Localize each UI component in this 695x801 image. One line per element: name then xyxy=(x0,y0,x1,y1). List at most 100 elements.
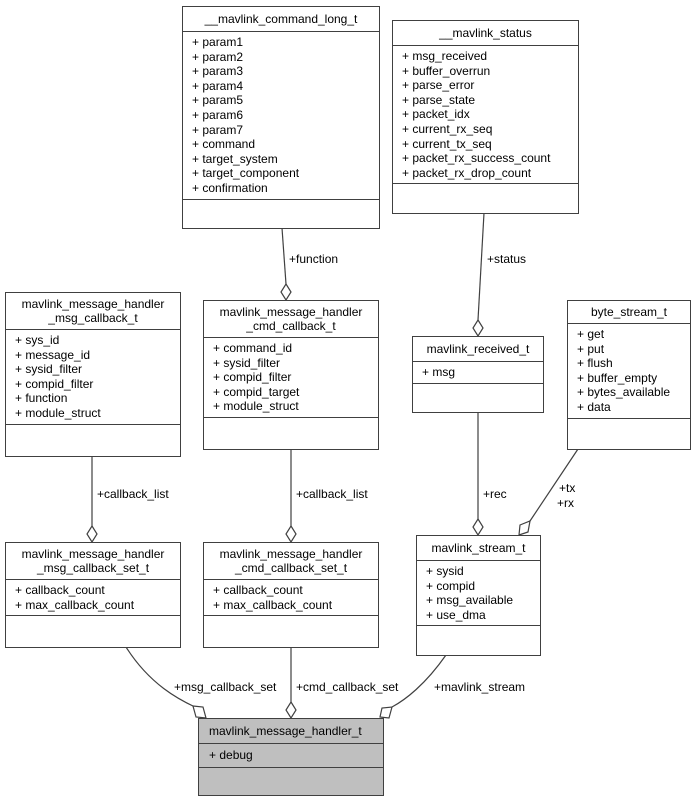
method-list xyxy=(204,418,378,449)
attribute: + command xyxy=(192,137,256,152)
method-list xyxy=(199,768,383,795)
attribute: + compid_filter xyxy=(213,370,292,385)
attribute: + target_component xyxy=(192,166,300,181)
attribute: + packet_rx_success_count xyxy=(402,151,551,166)
aggregation-diamond xyxy=(472,517,484,537)
class-mavlink-stream[interactable]: mavlink_stream_t + sysid + compid + msg_… xyxy=(416,535,541,656)
edge-label-cmd-callback-set: +cmd_callback_set xyxy=(296,680,399,694)
edge-label-rx: +rx xyxy=(557,496,575,510)
edge-label-callback-list-msg: +callback_list xyxy=(97,487,169,501)
attribute: + message_id xyxy=(15,347,91,362)
class-mavlink-command-long[interactable]: __mavlink_command_long_t + param1 + para… xyxy=(182,6,380,229)
attribute: + target_system xyxy=(192,151,278,166)
attribute-list: + callback_count + max_callback_count xyxy=(204,580,378,617)
aggregation-diamond xyxy=(379,706,393,719)
attribute: + use_dma xyxy=(426,607,486,622)
edge-label-callback-list-cmd: +callback_list xyxy=(296,487,368,501)
attribute: + sysid xyxy=(426,564,464,578)
attribute: + callback_count xyxy=(15,583,105,597)
attribute: + param7 xyxy=(192,122,244,137)
method-list xyxy=(204,616,378,647)
aggregation-diamond xyxy=(280,282,292,302)
attribute: + debug xyxy=(209,748,253,762)
edge-status xyxy=(477,212,485,321)
attribute: + module_struct xyxy=(213,399,299,414)
class-byte-stream[interactable]: byte_stream_t + get + put + flush + buff… xyxy=(567,300,691,450)
attribute: + callback_count xyxy=(213,583,303,597)
method-list xyxy=(417,626,540,655)
edge-label-tx: +tx xyxy=(559,481,576,495)
class-title-line: mavlink_message_handler xyxy=(21,297,165,311)
attribute: + buffer_overrun xyxy=(402,63,491,78)
method-list xyxy=(413,384,543,412)
attribute: + function xyxy=(15,391,68,406)
attribute: + param5 xyxy=(192,93,244,108)
attribute: + msg xyxy=(422,365,456,379)
edge-label-rec: +rec xyxy=(483,487,507,501)
attribute-list: + msg_received + buffer_overrun + parse_… xyxy=(393,46,578,185)
attribute: + msg_received xyxy=(402,49,488,63)
attribute: + current_tx_seq xyxy=(402,136,492,151)
method-list xyxy=(6,425,180,456)
class-mavlink-received[interactable]: mavlink_received_t + msg xyxy=(412,336,544,413)
attribute: + param6 xyxy=(192,107,244,122)
edge-label-msg-callback-set: +msg_callback_set xyxy=(174,680,277,694)
edge-label-status: +status xyxy=(487,252,527,266)
class-title-line: mavlink_message_handler xyxy=(21,547,165,561)
class-msg-callback-set[interactable]: mavlink_message_handler _msg_callback_se… xyxy=(5,542,181,648)
attribute: + get xyxy=(577,327,605,341)
attribute-list: + sysid + compid + msg_available + use_d… xyxy=(417,561,540,627)
class-title-line: mavlink_message_handler xyxy=(219,547,363,561)
aggregation-diamond xyxy=(192,705,207,719)
class-mavlink-message-handler[interactable]: mavlink_message_handler_t + debug xyxy=(198,718,384,796)
class-title-line: _msg_callback_set_t xyxy=(36,561,150,575)
aggregation-diamond xyxy=(86,524,98,544)
aggregation-diamond xyxy=(285,700,297,720)
edge-label-mavlink-stream: +mavlink_stream xyxy=(434,680,526,694)
edge-mavlink-stream xyxy=(391,654,447,708)
attribute: + compid_target xyxy=(213,384,300,399)
class-title-line: _cmd_callback_set_t xyxy=(234,561,348,575)
class-title-line: _msg_callback_t xyxy=(48,311,138,325)
attribute: + param2 xyxy=(192,49,244,64)
attribute: + param4 xyxy=(192,78,244,93)
edge-function xyxy=(281,227,287,285)
aggregation-diamond xyxy=(518,520,531,536)
attribute: + packet_rx_drop_count xyxy=(402,165,532,180)
class-mavlink-status[interactable]: __mavlink_status + msg_received + buffer… xyxy=(392,20,579,214)
class-title: mavlink_message_handler _cmd_callback_se… xyxy=(204,543,378,580)
attribute: + put xyxy=(577,341,605,356)
class-cmd-callback[interactable]: mavlink_message_handler _cmd_callback_t … xyxy=(203,300,379,450)
class-cmd-callback-set[interactable]: mavlink_message_handler _cmd_callback_se… xyxy=(203,542,379,648)
attribute-list: + debug xyxy=(199,744,383,768)
attribute: + module_struct xyxy=(15,405,101,420)
aggregation-diamond xyxy=(285,524,297,544)
attribute: + buffer_empty xyxy=(577,370,658,385)
class-msg-callback[interactable]: mavlink_message_handler _msg_callback_t … xyxy=(5,292,181,457)
edge-label-function: +function xyxy=(289,252,339,266)
method-list xyxy=(568,419,690,449)
attribute: + param1 xyxy=(192,35,244,49)
attribute: + parse_state xyxy=(402,92,476,107)
method-list xyxy=(393,184,578,213)
class-title: __mavlink_command_long_t xyxy=(183,7,379,32)
attribute-list: + param1 + param2 + param3 + param4 + pa… xyxy=(183,32,379,200)
attribute: + compid_filter xyxy=(15,376,94,391)
attribute: + compid xyxy=(426,578,476,593)
attribute: + confirmation xyxy=(192,180,268,195)
class-title-line: _cmd_callback_t xyxy=(246,319,336,333)
attribute-list: + callback_count + max_callback_count xyxy=(6,580,180,617)
attribute-list: + get + put + flush + buffer_empty + byt… xyxy=(568,324,690,419)
attribute: + sysid_filter xyxy=(15,362,83,377)
class-title: mavlink_message_handler _msg_callback_se… xyxy=(6,543,180,580)
class-title: mavlink_received_t xyxy=(413,337,543,362)
edge-msg-callback-set xyxy=(125,646,196,708)
attribute: + packet_idx xyxy=(402,107,470,122)
attribute: + msg_available xyxy=(426,593,514,608)
class-title: mavlink_message_handler _cmd_callback_t xyxy=(204,301,378,338)
attribute: + param3 xyxy=(192,64,244,79)
class-title-line: mavlink_message_handler xyxy=(219,305,363,319)
attribute-list: + command_id + sysid_filter + compid_fil… xyxy=(204,338,378,418)
aggregation-diamond xyxy=(472,318,484,338)
